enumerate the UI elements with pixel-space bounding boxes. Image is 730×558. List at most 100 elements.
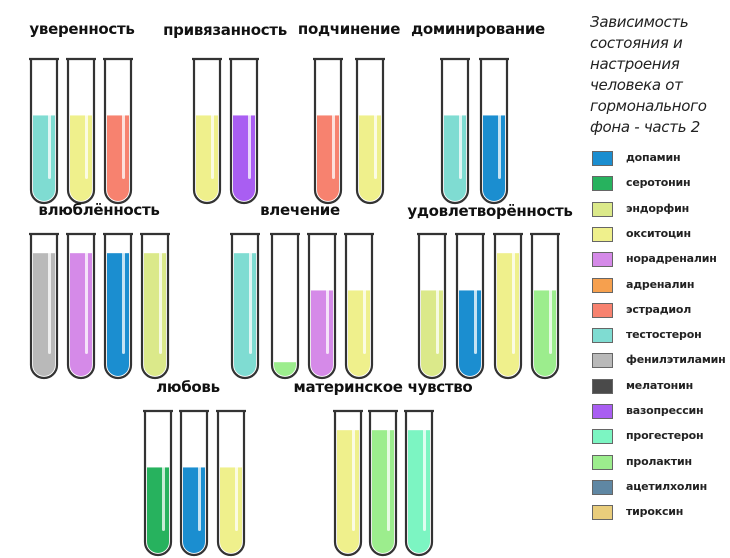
- diagram-title: Зависимость состояния и настроения челов…: [590, 13, 707, 136]
- test-tube-estradiol: [103, 53, 133, 206]
- legend-item-dopamine: допамин: [590, 150, 730, 168]
- liquid-oxytocin: [220, 467, 242, 553]
- legend-item-adrenaline: адреналин: [590, 277, 730, 295]
- legend-item-prolactin: пролактин: [590, 454, 730, 472]
- test-tube-testosterone: [440, 53, 470, 206]
- test-tube-oxytocin: [66, 53, 96, 206]
- test-tube-dopamine: [479, 53, 509, 206]
- test-tube-oxytocin: [216, 405, 246, 558]
- legend-item-noradrenaline: норадреналин: [590, 251, 730, 269]
- legend-label: эстрадиол: [626, 302, 692, 316]
- group-title: привязанность: [163, 21, 287, 39]
- liquid-dopamine: [183, 467, 205, 553]
- liquid-endorphin: [421, 290, 443, 376]
- legend-label: тестостерон: [626, 328, 702, 342]
- test-tube-endorphin: [140, 228, 170, 381]
- test-tube-oxytocin: [344, 228, 374, 381]
- liquid-prolactin: [534, 290, 556, 376]
- liquid-dopamine: [107, 253, 129, 376]
- test-tube-oxytocin: [333, 405, 363, 558]
- test-tube-vasopressin: [229, 53, 259, 206]
- liquid-oxytocin: [348, 290, 370, 376]
- test-tube-testosterone: [230, 228, 260, 381]
- liquid-testosterone: [444, 115, 466, 201]
- test-tube-oxytocin: [192, 53, 222, 206]
- legend-label: ацетилхолин: [626, 479, 707, 493]
- legend-swatch: [592, 353, 613, 369]
- test-tube-prolactin: [368, 405, 398, 558]
- liquid-prolactin: [274, 362, 296, 376]
- legend-label: пролактин: [626, 454, 692, 468]
- test-tube-dopamine: [103, 228, 133, 381]
- legend-swatch: [592, 201, 613, 217]
- group-title: подчинение: [297, 20, 401, 38]
- liquid-estradiol: [317, 115, 339, 201]
- test-tube-endorphin: [417, 228, 447, 381]
- liquid-dopamine: [483, 115, 505, 201]
- legend-label: серотонин: [626, 176, 691, 190]
- legend-swatch: [592, 252, 613, 268]
- group-title: влечение: [260, 201, 340, 219]
- test-tube-serotonin: [143, 405, 173, 558]
- liquid-dopamine: [459, 290, 481, 376]
- legend-item-testosterone: тестостерон: [590, 327, 730, 345]
- legend-swatch: [592, 454, 613, 470]
- legend-swatch: [592, 277, 613, 293]
- liquid-progesterone: [408, 430, 430, 553]
- legend-label: вазопрессин: [626, 404, 704, 417]
- test-tube-prolactin: [530, 228, 560, 381]
- liquid-phenylethylamine: [33, 253, 55, 376]
- group-title: доминирование: [411, 20, 545, 38]
- test-tube-testosterone: [29, 53, 59, 206]
- legend-label: адреналин: [626, 277, 695, 291]
- legend-item-thyroxine: тироксин: [590, 504, 730, 522]
- legend-item-serotonin: серотонин: [590, 175, 730, 193]
- group-title: уверенность: [29, 20, 135, 38]
- legend-swatch: [592, 328, 613, 344]
- test-tube-prolactin: [270, 228, 300, 381]
- legend-label: окситоцин: [626, 226, 691, 240]
- test-tube-phenylethylamine: [29, 228, 59, 381]
- liquid-vasopressin: [233, 115, 255, 201]
- legend-label: норадреналин: [626, 252, 717, 266]
- legend-label: прогестерон: [626, 429, 704, 443]
- liquid-estradiol: [107, 115, 129, 201]
- legend-label: допамин: [626, 151, 681, 164]
- liquid-testosterone: [33, 115, 55, 201]
- liquid-testosterone: [234, 253, 256, 376]
- test-tube-noradrenaline: [66, 228, 96, 381]
- legend-label: мелатонин: [626, 378, 693, 392]
- legend-item-progesterone: прогестерон: [590, 428, 730, 446]
- legend-swatch: [592, 505, 613, 521]
- liquid-oxytocin: [70, 115, 92, 201]
- legend-item-phenylethylamine: фенилэтиламин: [590, 352, 730, 370]
- legend-label: фенилэтиламин: [626, 353, 726, 367]
- legend-swatch: [592, 226, 613, 242]
- test-tube-oxytocin: [493, 228, 523, 381]
- liquid-oxytocin: [359, 115, 381, 201]
- test-tube-estradiol: [313, 53, 343, 206]
- test-tube-oxytocin: [355, 53, 385, 206]
- legend-swatch: [592, 479, 613, 495]
- test-tube-dopamine: [455, 228, 485, 381]
- legend-item-estradiol: эстрадиол: [590, 302, 730, 320]
- liquid-noradrenaline: [311, 290, 333, 376]
- liquid-prolactin: [372, 430, 394, 553]
- legend-swatch: [592, 302, 613, 318]
- legend-label: эндорфин: [626, 201, 690, 215]
- liquid-serotonin: [147, 467, 169, 553]
- liquid-oxytocin: [196, 115, 218, 201]
- legend-swatch: [592, 378, 613, 394]
- group-title: любовь: [156, 378, 220, 396]
- liquid-oxytocin: [337, 430, 359, 553]
- legend-swatch: [592, 176, 613, 192]
- legend-item-melatonin: мелатонин: [590, 378, 730, 396]
- legend-label: тироксин: [626, 505, 684, 519]
- test-tube-noradrenaline: [307, 228, 337, 381]
- legend-item-endorphin: эндорфин: [590, 201, 730, 219]
- legend-swatch: [592, 429, 613, 445]
- liquid-endorphin: [144, 253, 166, 376]
- legend-item-acetylcholine: ацетилхолин: [590, 479, 730, 497]
- legend-item-vasopressin: вазопрессин: [590, 403, 730, 421]
